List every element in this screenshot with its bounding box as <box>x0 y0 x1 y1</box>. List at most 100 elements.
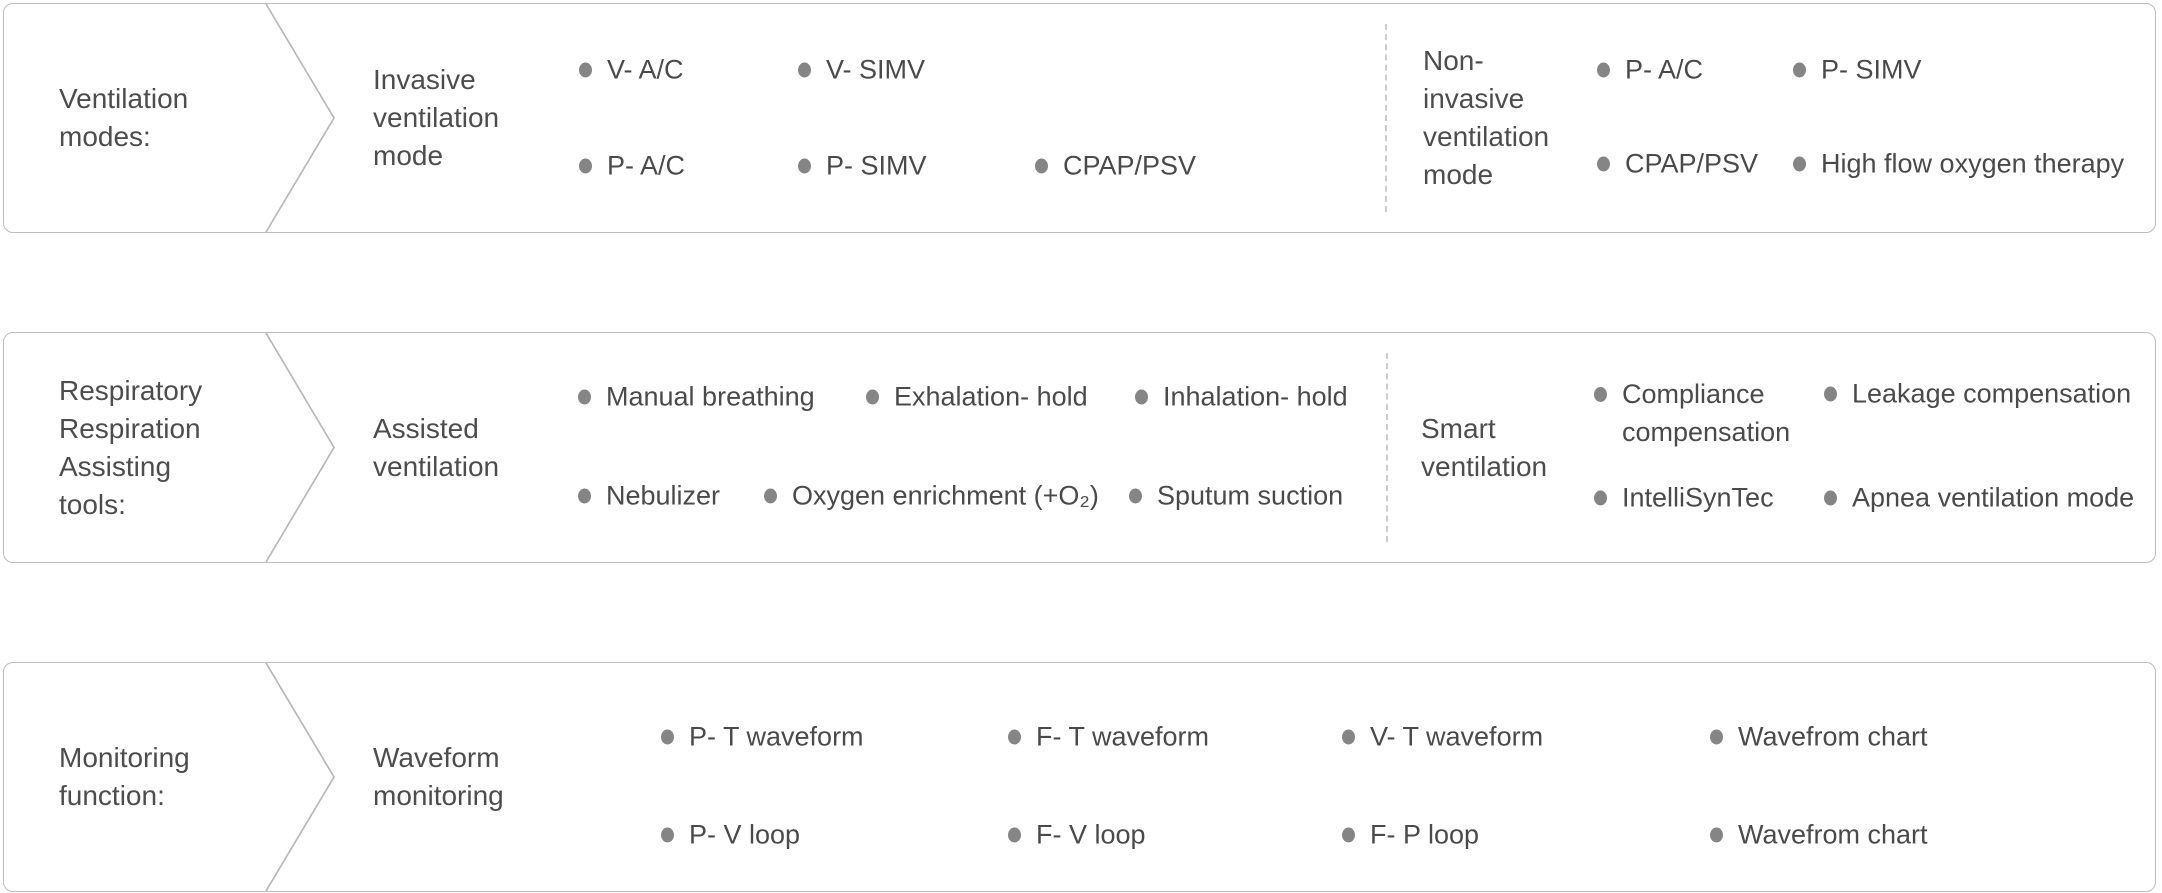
bullet-item: F- V loop <box>1008 820 1146 851</box>
section-title-line: Ventilation <box>59 83 189 114</box>
bullet-item: Manual breathing <box>578 382 815 413</box>
group-label-assisted-ventilation: Assisted ventilation <box>373 410 499 486</box>
bullet-item-label: F- T waveform <box>1036 721 1210 752</box>
bullet-dot-icon <box>1342 827 1355 843</box>
bullet-dot-icon <box>1342 729 1355 745</box>
bullet-item: F- T waveform <box>1008 722 1209 753</box>
bullet-dot-icon <box>1793 156 1806 172</box>
section-respiratory-assisting-tools: Respiratory Respiration Assisting tools:… <box>3 332 2156 563</box>
bullet-dot-icon <box>1597 156 1610 172</box>
bullet-item-label: Inhalation- hold <box>1163 381 1348 412</box>
section-title: Monitoring function: <box>59 739 190 815</box>
bullet-item: IntelliSynTec <box>1594 483 1774 514</box>
bullet-item: Exhalation- hold <box>866 382 1088 413</box>
bullet-dot-icon <box>578 488 591 504</box>
bullet-item-label: CPAP/PSV <box>1625 148 1759 179</box>
section-title: Respiratory Respiration Assisting tools: <box>59 372 202 524</box>
bullet-dot-icon <box>1793 62 1806 78</box>
section-title-line: function: <box>59 780 165 811</box>
bullet-dot-icon <box>579 62 592 78</box>
bullet-item: P- T waveform <box>661 722 864 753</box>
bullet-dot-icon <box>1824 386 1837 402</box>
bullet-dot-icon <box>866 389 879 405</box>
bullet-item-label: F- P loop <box>1370 819 1480 850</box>
bullet-dot-icon <box>661 827 674 843</box>
bullet-item-label: Manual breathing <box>606 381 815 412</box>
bullet-item-label: IntelliSynTec <box>1622 482 1774 513</box>
group-label-line: Waveform <box>373 742 500 773</box>
group-label-line: mode <box>373 140 444 171</box>
group-label-non-invasive: Non- invasive ventilation mode <box>1423 42 1549 194</box>
group-label-line: Invasive <box>373 64 476 95</box>
bullet-item-label: P- SIMV <box>826 150 927 181</box>
bullet-item: High flow oxygen therapy <box>1793 149 2124 180</box>
bullet-item-label: P- A/C <box>607 150 686 181</box>
bullet-item: Wavefrom chart <box>1710 722 1928 753</box>
bullet-dot-icon <box>1824 490 1837 506</box>
bullet-item: V- T waveform <box>1342 722 1543 753</box>
bullet-dot-icon <box>1035 158 1048 174</box>
bullet-item: F- P loop <box>1342 820 1479 851</box>
bullet-dot-icon <box>1135 389 1148 405</box>
group-divider <box>1386 353 1388 542</box>
bullet-item: V- A/C <box>579 55 684 86</box>
group-label-line: mode <box>1423 159 1494 190</box>
group-label-line: ventilation <box>373 450 500 482</box>
group-label-line: ventilation <box>1423 121 1550 152</box>
bullet-dot-icon <box>764 488 777 504</box>
bullet-item: P- SIMV <box>1793 55 1922 86</box>
bullet-dot-icon <box>579 158 592 174</box>
bullet-item: P- A/C <box>1597 55 1703 86</box>
group-label-smart-ventilation: Smart ventilation <box>1421 410 1547 486</box>
bullet-item-label: Wavefrom chart <box>1738 721 1928 752</box>
bullet-item-label: Wavefrom chart <box>1738 819 1928 850</box>
section-monitoring-function: Monitoring function: Waveform monitoring… <box>3 662 2156 892</box>
bullet-item-label: Compliance compensation <box>1622 379 1791 447</box>
bullet-dot-icon <box>1129 488 1142 504</box>
group-label-line: monitoring <box>373 780 504 811</box>
section-title-line: tools: <box>59 488 126 520</box>
bullet-item: CPAP/PSV <box>1597 149 1758 180</box>
bullet-dot-icon <box>1710 729 1723 745</box>
section-title-line: Respiration <box>59 412 201 444</box>
bullet-dot-icon <box>1008 729 1021 745</box>
chevron-right-icon <box>265 663 335 891</box>
bullet-dot-icon <box>1710 827 1723 843</box>
bullet-dot-icon <box>578 389 591 405</box>
group-label-line: invasive <box>1423 83 1525 114</box>
bullet-item: V- SIMV <box>798 55 925 86</box>
bullet-item-label: P- T waveform <box>689 721 864 752</box>
bullet-dot-icon <box>1594 490 1607 506</box>
bullet-item: P- V loop <box>661 820 800 851</box>
section-title-line: modes: <box>59 121 151 152</box>
bullet-item: Wavefrom chart <box>1710 820 1928 851</box>
group-label-line: ventilation <box>373 102 500 133</box>
bullet-item: P- A/C <box>579 151 685 182</box>
bullet-item: Sputum suction <box>1129 481 1343 512</box>
bullet-item-label: Nebulizer <box>606 480 721 511</box>
bullet-item-label: V- A/C <box>607 54 684 85</box>
bullet-dot-icon <box>798 62 811 78</box>
group-label-line: Assisted <box>373 412 479 444</box>
bullet-dot-icon <box>1597 62 1610 78</box>
bullet-item: Inhalation- hold <box>1135 382 1348 413</box>
bullet-dot-icon <box>661 729 674 745</box>
bullet-item-label: V- SIMV <box>826 54 926 85</box>
bullet-item-label: F- V loop <box>1036 819 1146 850</box>
group-label-waveform-monitoring: Waveform monitoring <box>373 739 504 815</box>
bullet-item: Leakage compensation <box>1824 379 2131 410</box>
bullet-item-label: Exhalation- hold <box>894 381 1088 412</box>
group-divider <box>1385 24 1387 212</box>
bullet-item: P- SIMV <box>798 151 927 182</box>
bullet-item-label: Apnea ventilation mode <box>1852 482 2135 513</box>
bullet-item: Oxygen enrichment (+O₂) <box>764 481 1099 512</box>
bullet-item-label: CPAP/PSV <box>1063 150 1197 181</box>
group-label-line: Non- <box>1423 45 1484 76</box>
bullet-item-label: P- A/C <box>1625 54 1704 85</box>
bullet-item-label: Sputum suction <box>1157 480 1344 511</box>
bullet-item-label: V- T waveform <box>1370 721 1544 752</box>
section-title-line: Monitoring <box>59 742 190 773</box>
bullet-item-label: Oxygen enrichment (+O₂) <box>792 480 1099 511</box>
section-title-line: Respiratory <box>59 374 203 406</box>
